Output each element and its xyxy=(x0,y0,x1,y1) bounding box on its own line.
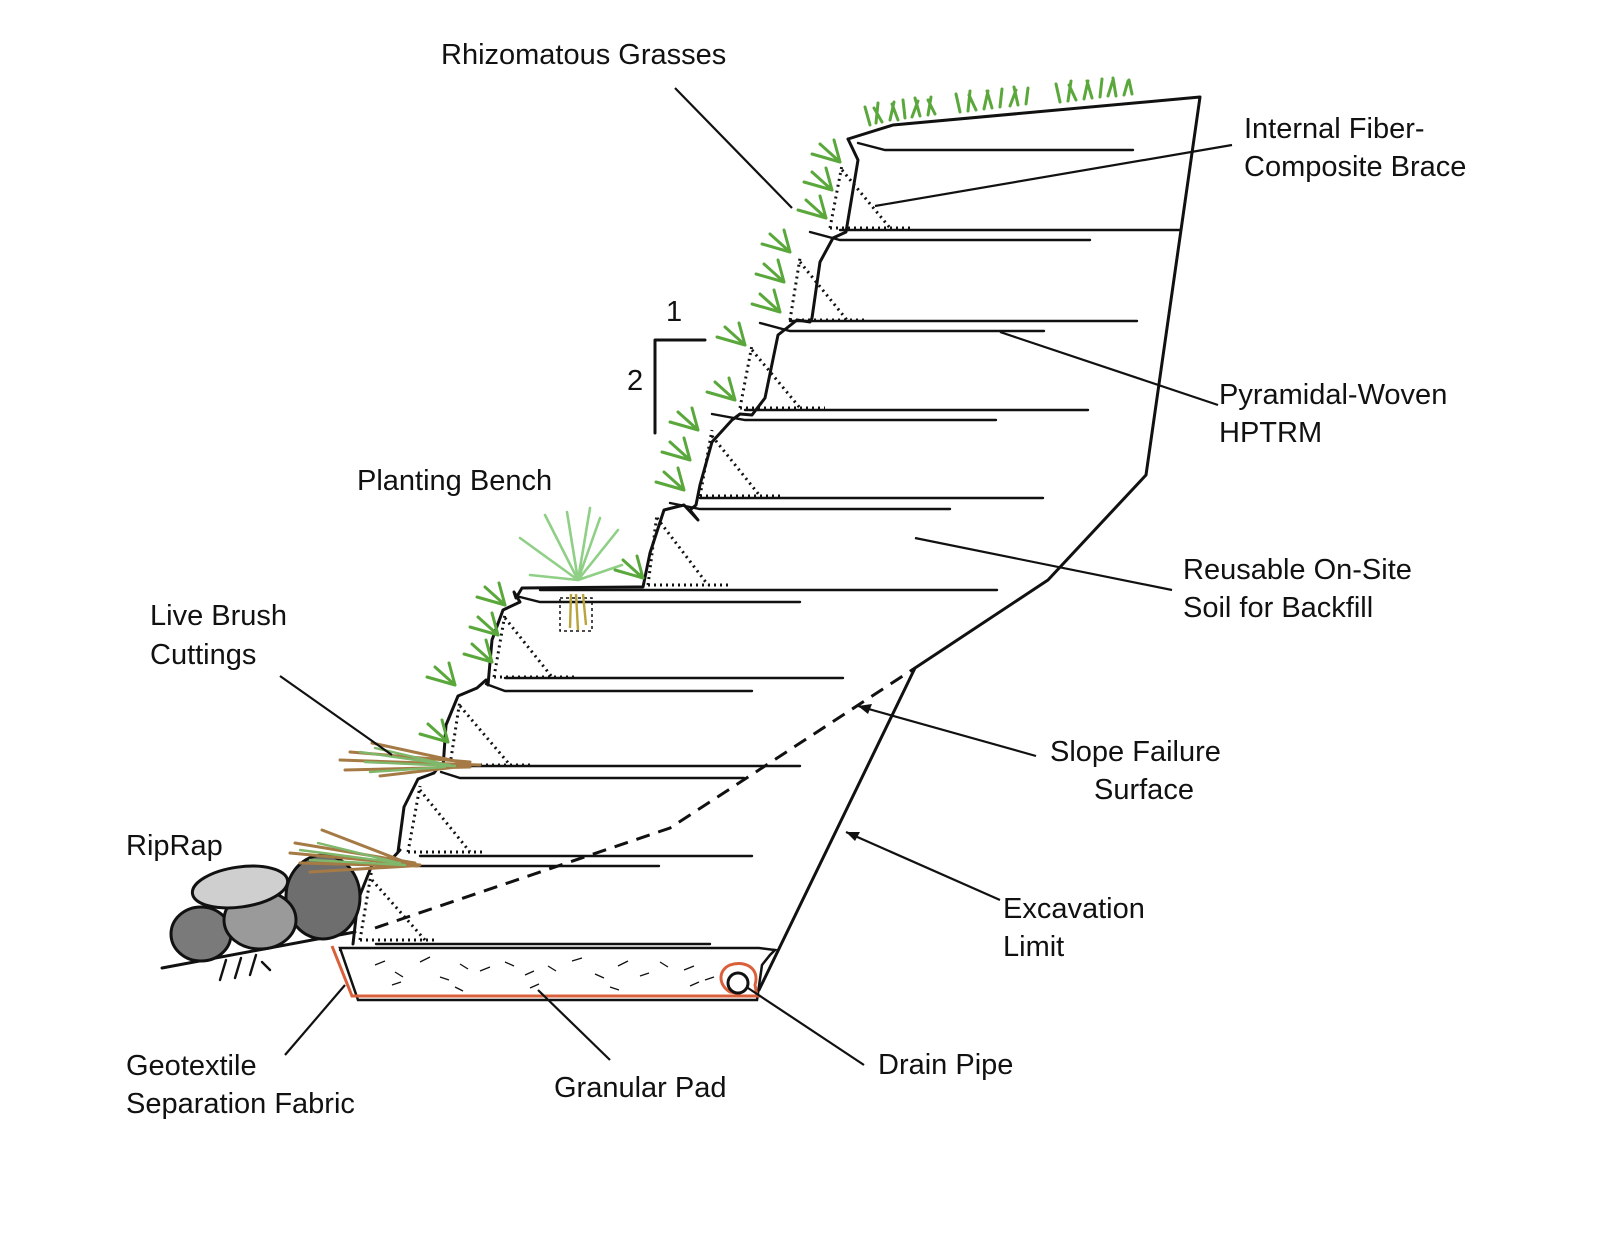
slope-failure-surface-line xyxy=(374,666,916,930)
label-pyramidal-line2: HPTRM xyxy=(1219,417,1322,449)
label-live-brush-line2: Cuttings xyxy=(150,639,256,671)
leader-lines xyxy=(279,87,1233,1066)
label-pyramidal-line1: Pyramidal-Woven xyxy=(1219,379,1447,411)
granular-pad xyxy=(330,945,778,1002)
label-reusable-line1: Reusable On-Site xyxy=(1183,554,1412,586)
label-live-brush-line1: Live Brush xyxy=(150,600,287,632)
label-rhizomatous-grasses: Rhizomatous Grasses xyxy=(441,39,726,71)
labels: Rhizomatous Grasses Internal Fiber- Comp… xyxy=(126,39,1466,1120)
label-geotextile-line1: Geotextile xyxy=(126,1050,257,1082)
planting-bench-plant xyxy=(518,506,624,632)
label-excavation-line1: Excavation xyxy=(1003,893,1145,925)
label-planting-bench: Planting Bench xyxy=(357,465,552,497)
label-internal-brace-line1: Internal Fiber- xyxy=(1244,113,1425,145)
wall-face xyxy=(351,137,860,946)
slope-ratio-v: 2 xyxy=(627,365,643,397)
slope-ratio-h: 1 xyxy=(666,296,682,328)
label-reusable-line2: Soil for Backfill xyxy=(1183,592,1373,624)
riprap-rocks xyxy=(160,853,362,982)
label-drain-pipe: Drain Pipe xyxy=(878,1049,1013,1081)
internal-braces xyxy=(358,164,912,942)
label-slope-failure-line1: Slope Failure xyxy=(1050,736,1221,768)
label-slope-failure-line2: Surface xyxy=(1094,774,1194,806)
label-riprap: RipRap xyxy=(126,830,223,862)
label-geotextile-line2: Separation Fabric xyxy=(126,1088,355,1120)
label-granular-pad: Granular Pad xyxy=(554,1072,727,1104)
slope-ratio-marker: 1 2 xyxy=(627,296,707,435)
live-brush-cuttings xyxy=(288,741,482,874)
label-internal-brace-line2: Composite Brace xyxy=(1244,151,1466,183)
drain-pipe xyxy=(719,962,759,997)
label-excavation-line2: Limit xyxy=(1003,931,1064,963)
rhizomatous-grasses xyxy=(418,76,1134,744)
